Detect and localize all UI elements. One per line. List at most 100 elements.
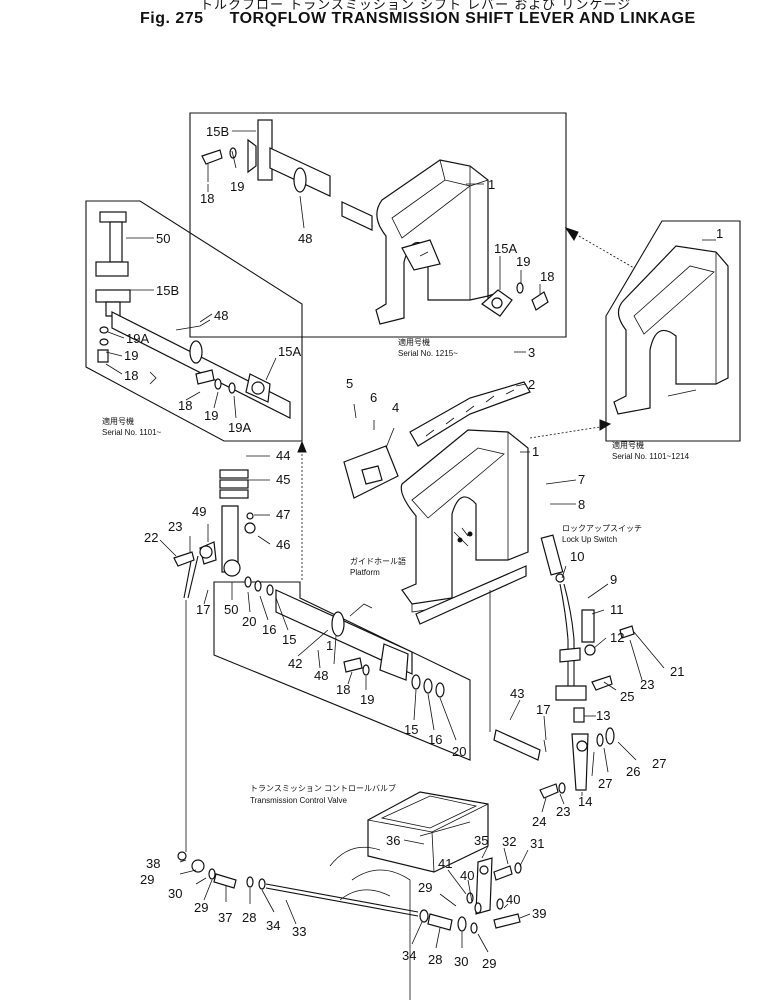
callout: 6 bbox=[370, 390, 377, 405]
callout: 19 bbox=[204, 408, 218, 423]
figure-number: Fig. 275 bbox=[140, 10, 204, 27]
callout: 28 bbox=[242, 910, 256, 925]
callout: 32 bbox=[502, 834, 516, 849]
callout: 48 bbox=[298, 231, 312, 246]
callout: 9 bbox=[610, 572, 617, 587]
callout: 19 bbox=[124, 348, 138, 363]
callout: 36 bbox=[386, 833, 400, 848]
callout: 46 bbox=[276, 537, 290, 552]
callout: 40 bbox=[460, 868, 474, 883]
callout: 17 bbox=[536, 702, 550, 717]
callout: 50 bbox=[224, 602, 238, 617]
callout: 17 bbox=[196, 602, 210, 617]
note-top-serial: Serial No. 1215~ bbox=[398, 349, 458, 358]
callout: 34 bbox=[402, 948, 416, 963]
callout: 42 bbox=[288, 656, 302, 671]
callout: 3 bbox=[528, 345, 535, 360]
bearing-15a-top bbox=[481, 282, 549, 317]
callout: 14 bbox=[578, 794, 592, 809]
callout: 19A bbox=[228, 420, 251, 435]
note-platform: Platform bbox=[350, 568, 380, 577]
callout: 27 bbox=[598, 776, 612, 791]
callouts: 1 15B 19 18 48 15A 19 18 50 15B 48 19A 1… bbox=[124, 124, 723, 971]
callout: 16 bbox=[428, 732, 442, 747]
callout: 27 bbox=[652, 756, 666, 771]
shaft-left bbox=[97, 311, 291, 419]
callout: 2 bbox=[528, 377, 535, 392]
inset-frame-right bbox=[605, 220, 741, 442]
control-rod-linkage bbox=[177, 600, 522, 934]
callout: 34 bbox=[266, 918, 280, 933]
callout: 15B bbox=[206, 124, 229, 139]
callout: 15A bbox=[278, 344, 301, 359]
callout: 23 bbox=[168, 519, 182, 534]
console-bracket-right bbox=[613, 245, 729, 415]
support-bracket-left bbox=[95, 211, 131, 317]
inset-frame-top bbox=[189, 112, 567, 338]
callout: 18 bbox=[540, 269, 554, 284]
callout: 28 bbox=[428, 952, 442, 967]
transmission-control-valve bbox=[329, 791, 489, 1000]
note-left-serial: Serial No. 1101~ bbox=[102, 428, 162, 437]
callout: 7 bbox=[578, 472, 585, 487]
callout: 19A bbox=[126, 331, 149, 346]
cover-plate-4 bbox=[343, 445, 399, 499]
note-top-jp: 適用号機 bbox=[398, 337, 430, 347]
callout: 19 bbox=[516, 254, 530, 269]
callout: 26 bbox=[626, 764, 640, 779]
lever-bracket bbox=[173, 469, 256, 599]
callout: 1 bbox=[488, 177, 495, 192]
note-valve: Transmission Control Valve bbox=[250, 796, 347, 805]
callout: 29 bbox=[194, 900, 208, 915]
callout: 25 bbox=[620, 689, 634, 704]
callout: 45 bbox=[276, 472, 290, 487]
callout: 44 bbox=[276, 448, 290, 463]
lockup-switch-linkage bbox=[489, 534, 635, 799]
note-right-serial: Serial No. 1101~1214 bbox=[612, 452, 690, 461]
callout: 15 bbox=[404, 722, 418, 737]
console-bracket-top bbox=[375, 159, 501, 325]
callout: 21 bbox=[670, 664, 684, 679]
note-platform-jp: ガイドホール語 bbox=[350, 556, 406, 566]
callout: 50 bbox=[156, 231, 170, 246]
callout: 1 bbox=[532, 444, 539, 459]
callout: 22 bbox=[144, 530, 158, 545]
callout: 29 bbox=[140, 872, 154, 887]
callout: 40 bbox=[506, 892, 520, 907]
callout: 5 bbox=[346, 376, 353, 391]
callout: 18 bbox=[336, 682, 350, 697]
callout: 43 bbox=[510, 686, 524, 701]
callout: 24 bbox=[532, 814, 546, 829]
callout: 1 bbox=[326, 638, 333, 653]
callout: 11 bbox=[610, 602, 624, 617]
figure-caption: TORQFLOW TRANSMISSION SHIFT LEVER AND LI… bbox=[229, 10, 696, 27]
note-valve-jp: トランスミッション コントロールバルブ bbox=[250, 783, 396, 793]
callout: 18 bbox=[124, 368, 138, 383]
shaft-assembly-top bbox=[201, 119, 373, 231]
note-right-jp: 適用号機 bbox=[612, 440, 644, 450]
callout: 41 bbox=[438, 856, 452, 871]
callout: 23 bbox=[556, 804, 570, 819]
callout: 19 bbox=[230, 179, 244, 194]
callout: 13 bbox=[596, 708, 610, 723]
callout: 18 bbox=[200, 191, 214, 206]
callout: 15 bbox=[282, 632, 296, 647]
callout: 48 bbox=[214, 308, 228, 323]
leader-arrow-right-inset bbox=[571, 231, 635, 269]
callout: 20 bbox=[242, 614, 256, 629]
leader-lines bbox=[105, 130, 716, 953]
callout: 1 bbox=[716, 226, 723, 241]
japanese-title: トルクフロー トランスミッション シフト レバー および リンケージ bbox=[200, 0, 632, 13]
main-console bbox=[400, 429, 529, 625]
callout: 35 bbox=[474, 833, 488, 848]
callout: 33 bbox=[292, 924, 306, 939]
callout: 12 bbox=[610, 630, 624, 645]
callout: 30 bbox=[454, 954, 468, 969]
callout: 23 bbox=[640, 677, 654, 692]
note-lockup-jp: ロックアップスイッチ bbox=[562, 524, 642, 533]
callout: 29 bbox=[482, 956, 496, 971]
figure-title: Fig. 275 TORQFLOW TRANSMISSION SHIFT LEVE… bbox=[140, 10, 696, 28]
gate-plate bbox=[409, 381, 531, 447]
callout: 10 bbox=[570, 549, 584, 564]
callout: 48 bbox=[314, 668, 328, 683]
